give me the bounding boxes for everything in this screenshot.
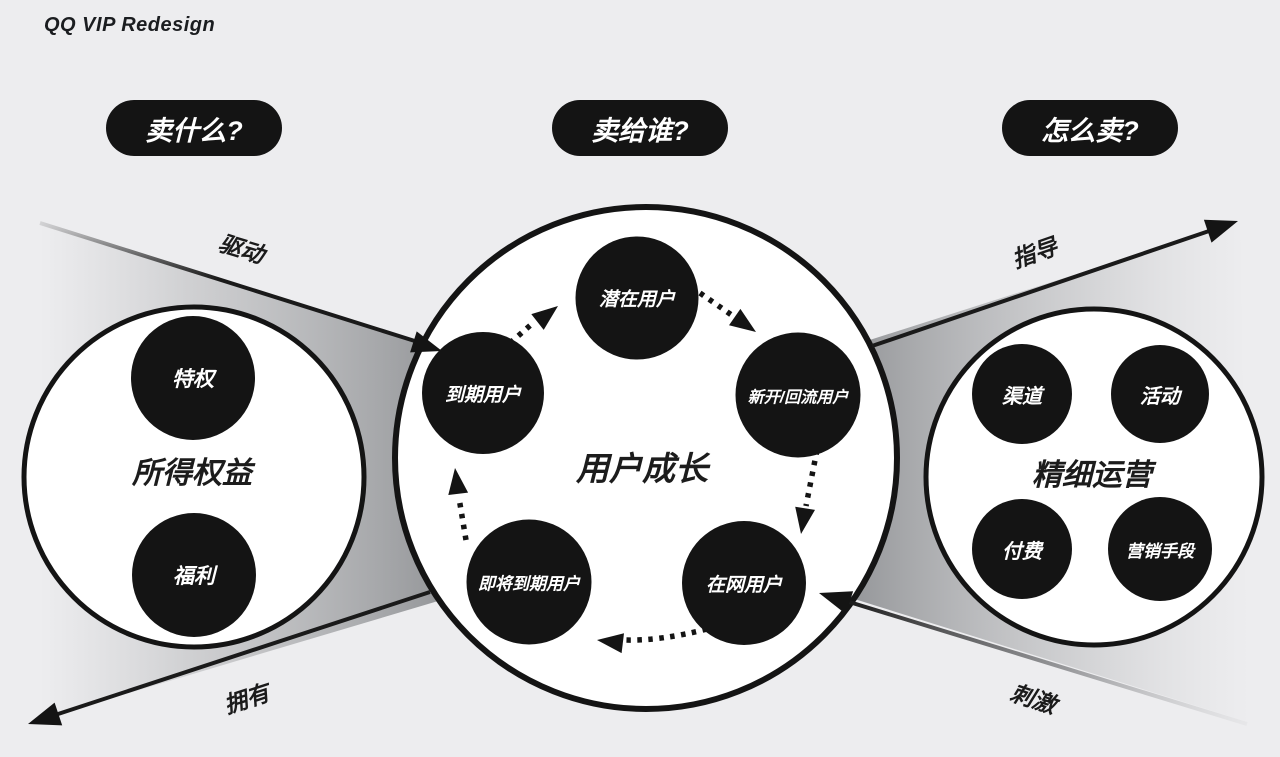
drive-arrowhead-icon: [410, 331, 442, 353]
arrowhead-to-expiring-icon: [597, 633, 624, 654]
growth-node-expired-users: 到期用户: [422, 332, 544, 454]
stimulate-arrow-shaft: [845, 599, 1248, 726]
lifecycle-arrowheads: [448, 306, 815, 654]
own-arrow-shaft: [54, 590, 431, 717]
growth-node-onnet-users: 在网用户: [682, 521, 806, 645]
lifecycle-dotted-arrows: [456, 290, 820, 643]
page-title: QQ VIP Redesign: [44, 14, 216, 36]
growth-circle-title: 用户成长: [576, 450, 708, 487]
stimulate-arrowhead-icon: [819, 591, 854, 615]
cycle-arrow-expired-to-potential: [508, 320, 535, 346]
benefit-node-privilege: 特权: [131, 316, 255, 440]
arrowhead-to-onnet-icon: [795, 506, 815, 534]
question-pill-how-to-sell: 怎么卖?: [1002, 100, 1178, 156]
arrowhead-to-potential-icon: [531, 306, 558, 330]
drive-arrow-shaft: [39, 221, 419, 344]
question-pill-sell-to-whom: 卖给谁?: [552, 100, 728, 156]
question-pill-what-to-sell: 卖什么?: [106, 100, 282, 156]
guide-arrow-shaft: [871, 228, 1213, 348]
operations-node-payment: 付费: [972, 499, 1072, 599]
benefits-circle-title: 所得权益: [132, 457, 252, 490]
arrowhead-to-new-icon: [729, 308, 756, 332]
cycle-arrow-new-to-onnet: [803, 449, 820, 507]
operations-node-channel: 渠道: [972, 344, 1072, 444]
cycle-arrow-onnet-to-expiring: [625, 626, 708, 643]
cycle-arrow-expiring-to-expired: [456, 497, 469, 541]
own-arrowhead-icon: [28, 702, 63, 726]
growth-node-expiring-users: 即将到期用户: [466, 519, 592, 645]
benefit-node-welfare: 福利: [132, 513, 256, 637]
operations-node-marketing: 营销手段: [1108, 497, 1212, 601]
benefits-circle-outline: [21, 304, 367, 650]
arrowhead-to-expired-icon: [448, 468, 469, 495]
cycle-arrow-potential-to-new: [698, 290, 735, 319]
growth-node-potential-users: 潜在用户: [575, 236, 699, 360]
operations-node-activity: 活动: [1111, 345, 1209, 443]
growth-node-new-returning-users: 新开/回流用户: [735, 332, 861, 458]
operations-circle-title: 精细运营: [1032, 459, 1152, 492]
guide-arrowhead-icon: [1203, 219, 1238, 243]
